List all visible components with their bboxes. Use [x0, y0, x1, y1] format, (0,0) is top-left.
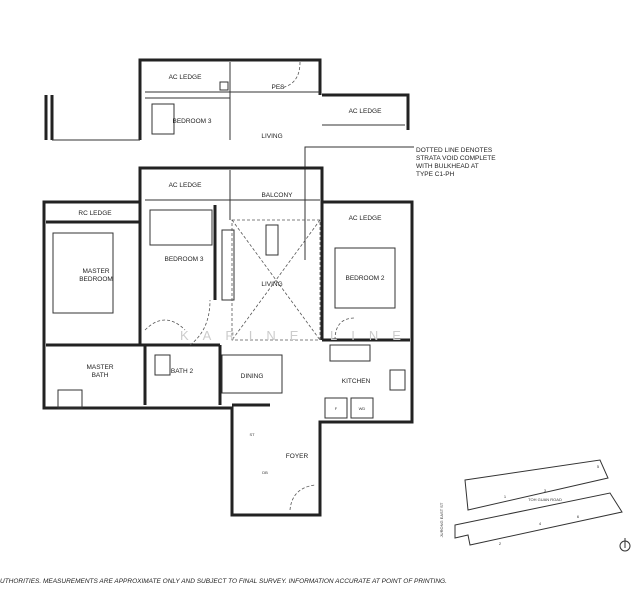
site-plan: TOH GUAN ROAD JURONG EAST ST 1 3 5 2 4 6: [439, 459, 631, 552]
svg-text:DB: DB: [262, 470, 268, 475]
svg-text:KITCHEN: KITCHEN: [342, 378, 371, 385]
upper-floor-walls: [44, 58, 410, 141]
svg-text:AC LEDGE: AC LEDGE: [349, 215, 383, 222]
svg-text:2: 2: [499, 541, 502, 546]
svg-text:RC LEDGE: RC LEDGE: [78, 210, 112, 217]
svg-text:AC LEDGE: AC LEDGE: [169, 182, 203, 189]
room-labels: AC LEDGE BALCONY RC LEDGE AC LEDGE MASTE…: [78, 182, 415, 475]
svg-text:ST: ST: [249, 432, 255, 437]
svg-text:BATH: BATH: [92, 372, 109, 379]
svg-text:TOH GUAN ROAD: TOH GUAN ROAD: [528, 497, 562, 502]
disclaimer-text: UTHORITIES. MEASUREMENTS ARE APPROXIMATE…: [0, 578, 447, 585]
svg-text:4: 4: [539, 521, 542, 526]
svg-text:F: F: [335, 406, 338, 411]
svg-text:3: 3: [544, 488, 547, 493]
strata-void-note: DOTTED LINE DENOTES STRATA VOID COMPLETE…: [304, 146, 496, 260]
svg-text:BATH 2: BATH 2: [171, 368, 194, 375]
svg-text:STRATA VOID COMPLETE: STRATA VOID COMPLETE: [416, 155, 496, 162]
svg-text:5: 5: [597, 464, 600, 469]
svg-text:AC LEDGE: AC LEDGE: [349, 108, 383, 115]
upper-floor-labels: AC LEDGE PES AC LEDGE BEDROOM 3 LIVING: [169, 74, 383, 140]
svg-text:BEDROOM: BEDROOM: [79, 276, 113, 283]
svg-text:6: 6: [577, 514, 580, 519]
svg-text:LIVING: LIVING: [261, 281, 282, 288]
svg-text:BALCONY: BALCONY: [261, 192, 293, 199]
svg-text:BEDROOM 3: BEDROOM 3: [164, 256, 203, 263]
svg-text:LIVING: LIVING: [261, 133, 282, 140]
svg-text:PES: PES: [271, 84, 285, 91]
svg-text:BEDROOM 3: BEDROOM 3: [172, 118, 211, 125]
svg-text:WITH BULKHEAD AT: WITH BULKHEAD AT: [416, 163, 479, 170]
svg-text:KARINE LINE: KARINE LINE: [180, 328, 415, 343]
svg-text:MASTER: MASTER: [86, 364, 113, 371]
svg-text:AC LEDGE: AC LEDGE: [169, 74, 203, 81]
svg-text:TYPE C1-PH: TYPE C1-PH: [416, 171, 455, 178]
svg-text:DOTTED LINE DENOTES: DOTTED LINE DENOTES: [416, 147, 493, 154]
svg-text:BEDROOM 2: BEDROOM 2: [345, 275, 384, 282]
svg-text:MASTER: MASTER: [82, 268, 109, 275]
unit-walls: [42, 166, 414, 517]
north-arrow-icon: [619, 538, 631, 552]
svg-text:DINING: DINING: [241, 373, 264, 380]
svg-text:WD: WD: [359, 406, 366, 411]
svg-text:FOYER: FOYER: [286, 453, 309, 460]
svg-text:1: 1: [504, 494, 507, 499]
svg-text:JURONG EAST ST: JURONG EAST ST: [439, 502, 444, 537]
